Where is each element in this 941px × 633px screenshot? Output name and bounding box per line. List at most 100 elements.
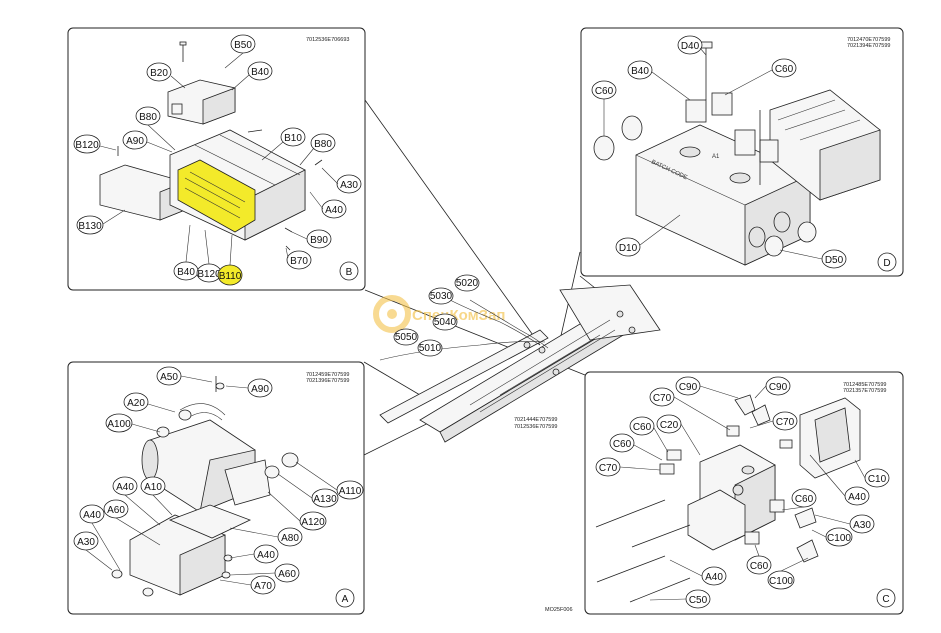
svg-text:A60: A60 — [278, 569, 296, 580]
callout-5020[interactable] — [454, 274, 480, 292]
svg-text:A70: A70 — [254, 581, 272, 592]
svg-text:B40: B40 — [251, 67, 269, 78]
svg-text:C10: C10 — [868, 474, 887, 485]
svg-text:B80: B80 — [314, 139, 332, 150]
callout-a90[interactable] — [122, 130, 148, 150]
highlighted-part-b110[interactable] — [177, 159, 256, 233]
svg-text:A40: A40 — [257, 550, 275, 561]
callout-a20[interactable] — [123, 392, 149, 412]
callout-b40-d[interactable] — [627, 60, 653, 80]
svg-text:B90: B90 — [310, 235, 328, 246]
svg-text:C100: C100 — [769, 576, 793, 587]
panel-a-code-2: 7021396E707599 — [306, 378, 349, 384]
svg-text:B: B — [346, 267, 353, 278]
svg-text:C70: C70 — [776, 417, 795, 428]
svg-text:C60: C60 — [633, 422, 652, 433]
callout-5050[interactable] — [393, 328, 419, 346]
svg-text:B10: B10 — [284, 133, 302, 144]
panel-d: 7012470E707599 7021394E707599 BATCH CODE… — [580, 27, 904, 277]
svg-text:D10: D10 — [619, 243, 638, 254]
svg-text:A120: A120 — [301, 517, 325, 528]
svg-text:C50: C50 — [689, 595, 708, 606]
panel-a-label — [335, 588, 355, 608]
svg-text:C90: C90 — [679, 382, 698, 393]
panel-c-code-2: 7021357E707599 — [843, 388, 886, 394]
callout-d10[interactable] — [615, 237, 641, 257]
svg-text:A10: A10 — [144, 482, 162, 493]
svg-text:A40: A40 — [325, 205, 343, 216]
callout-b120[interactable] — [73, 134, 101, 154]
svg-text:5040: 5040 — [434, 317, 457, 328]
svg-text:B120: B120 — [197, 269, 221, 280]
panel-b-label — [339, 261, 359, 281]
callout-5010[interactable] — [417, 339, 443, 357]
panel-d-code-2: 7021394E707599 — [847, 43, 890, 49]
callout-b130[interactable] — [76, 215, 104, 235]
callout-c60-left[interactable] — [609, 433, 635, 453]
svg-text:A50: A50 — [160, 372, 178, 383]
callout-d40[interactable] — [677, 35, 703, 55]
svg-text:A60: A60 — [107, 505, 125, 516]
svg-text:C20: C20 — [660, 420, 679, 431]
panel-c: 7012485E707599 7021357E707599 C90 C90 C7… — [584, 371, 904, 615]
svg-text:A40: A40 — [116, 482, 134, 493]
svg-text:B20: B20 — [150, 68, 168, 79]
watermark-gear-icon — [373, 295, 411, 333]
svg-text:C70: C70 — [653, 393, 672, 404]
center-code-1: 7021444E707599 — [514, 417, 557, 423]
svg-text:5050: 5050 — [395, 332, 418, 343]
svg-text:A40: A40 — [705, 572, 723, 583]
svg-text:D40: D40 — [681, 41, 700, 52]
watermark-brand: СпецКомЗап — [412, 307, 505, 324]
svg-text:D: D — [883, 258, 890, 269]
svg-text:5010: 5010 — [419, 343, 442, 354]
callout-a30[interactable] — [336, 174, 362, 194]
callout-5030[interactable] — [428, 287, 454, 305]
callout-b80-right[interactable] — [310, 133, 336, 153]
svg-text:A90: A90 — [126, 136, 144, 147]
panel-a-code-1: 7012459E707599 — [306, 372, 349, 378]
svg-text:B70: B70 — [290, 256, 308, 267]
svg-text:B130: B130 — [78, 221, 102, 232]
svg-text:A100: A100 — [107, 419, 131, 430]
svg-text:A110: A110 — [339, 486, 362, 497]
callout-5040[interactable] — [432, 313, 458, 331]
svg-text:C100: C100 — [827, 533, 851, 544]
svg-text:A20: A20 — [127, 398, 145, 409]
callout-a40[interactable] — [321, 199, 347, 219]
svg-text:B80: B80 — [139, 112, 157, 123]
center-assembly: 7021444E707599 7012536E707599 5050 5010 … — [379, 274, 661, 443]
svg-text:A90: A90 — [251, 384, 269, 395]
panel-c-label — [876, 588, 896, 608]
svg-text:C60: C60 — [775, 64, 794, 75]
panel-b: 7012536E706693 B50 B20 B40 B80 B1 — [67, 27, 366, 291]
svg-text:A30: A30 — [340, 180, 358, 191]
svg-text:A40: A40 — [848, 492, 866, 503]
callout-c60-left-top[interactable] — [629, 416, 655, 436]
figure-code: MO25F006 — [545, 607, 573, 613]
callout-c60-d-right[interactable] — [771, 58, 797, 78]
svg-text:A80: A80 — [281, 533, 299, 544]
panel-d-label — [877, 252, 897, 272]
svg-text:B40: B40 — [177, 267, 195, 278]
panel-c-code-1: 7012485E707599 — [843, 382, 886, 388]
panel-a: 7012459E707599 7021396E707599 A50 A90 A2… — [67, 361, 365, 615]
center-code-2: 7012536E707599 — [514, 424, 557, 430]
svg-text:5030: 5030 — [430, 291, 453, 302]
svg-text:C90: C90 — [769, 382, 788, 393]
svg-text:C60: C60 — [613, 439, 632, 450]
svg-text:B50: B50 — [234, 40, 252, 51]
svg-text:D50: D50 — [825, 255, 844, 266]
callout-b70[interactable] — [286, 250, 312, 270]
callout-b20[interactable] — [146, 62, 172, 82]
callout-a100[interactable] — [105, 413, 133, 433]
svg-text:C60: C60 — [795, 494, 814, 505]
svg-text:C70: C70 — [599, 463, 618, 474]
svg-text:A130: A130 — [313, 494, 337, 505]
callout-b40[interactable] — [247, 61, 273, 81]
callout-b10[interactable] — [280, 127, 306, 147]
svg-text:B40: B40 — [631, 66, 649, 77]
panel-d-code-1: 7012470E707599 — [847, 37, 890, 43]
svg-text:C60: C60 — [595, 86, 614, 97]
